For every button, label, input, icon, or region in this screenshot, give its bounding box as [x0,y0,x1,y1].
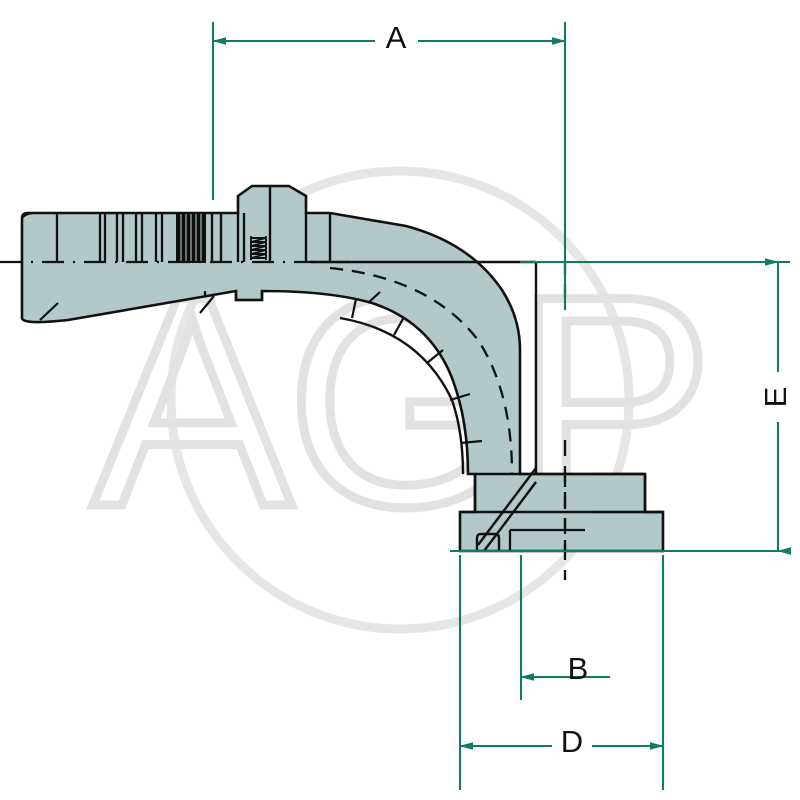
dimension-D: D [459,724,664,759]
ferrule-collar-lines [210,186,332,262]
dimension-A: A [212,20,566,55]
flange-bolt-notch [475,532,501,551]
dimension-B: B [520,651,610,686]
flange-seal-face-lines [508,528,585,551]
dim-A-label: A [386,20,407,55]
dim-D-label: D [561,724,583,759]
spring-coil-detail [250,236,267,260]
watermark-circle [166,166,634,634]
flange-gusset [477,467,537,552]
lower-body-steps [203,291,264,302]
swaged-dark-band [176,212,206,263]
dimension-layer: A E B D [211,20,793,790]
elbow-inner-arc [339,316,465,475]
hose-barb-ridges [55,213,164,262]
dark-band-outline [176,212,206,263]
bore-step-ticks [590,472,663,514]
dimension-E: E [758,258,793,555]
barb-chamfer-lines [21,211,381,321]
part-outline-body [20,184,665,553]
dim-E-label: E [758,387,793,408]
dim-B-label: B [568,651,589,686]
elbow-heel-segments [350,298,483,445]
extension-lines [211,22,790,790]
